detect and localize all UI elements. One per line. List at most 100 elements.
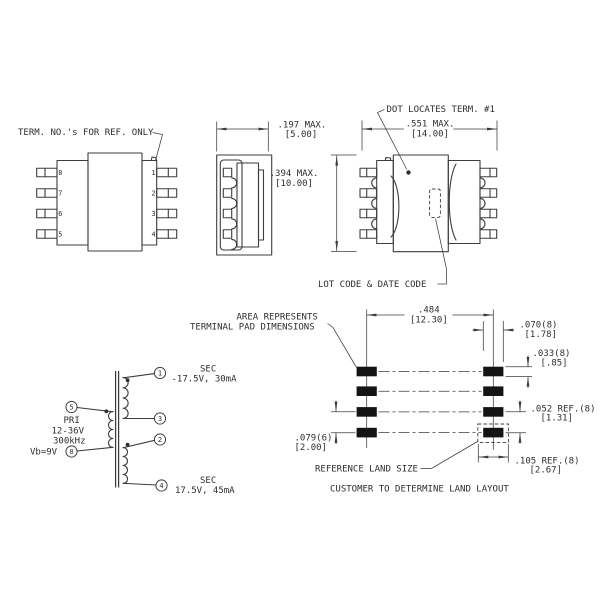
top-view-core-body <box>87 152 143 252</box>
dim-height-inch: .394 MAX. <box>270 169 319 179</box>
dim-pad-span: .484 [12.30] <box>366 306 494 326</box>
dim-pad-width-inch: .070(8) <box>520 321 558 331</box>
dim-pad-span-inch: .484 <box>418 306 440 316</box>
dim-depth: .197 MAX. [5.00] <box>216 121 327 152</box>
dim-pad-span-mm: [12.30] <box>410 316 448 326</box>
lead-t4 <box>122 482 157 486</box>
pin-number-6: 6 <box>58 210 62 218</box>
pri-voltage: 12-36V <box>52 427 85 437</box>
top-view: TERM. NO.'s FOR REF. ONLY 8 7 6 5 1 2 3 … <box>18 128 178 252</box>
dim-pitch-left-mm: [2.00] <box>295 443 328 453</box>
dim-land-width-mm: [2.67] <box>530 466 563 476</box>
pri-frequency: 300kHz <box>53 437 86 447</box>
lot-note: LOT CODE & DATE CODE <box>318 280 426 290</box>
terminal-label-4: 4 <box>159 482 163 490</box>
lot-code-area <box>429 188 441 218</box>
pin-number-3: 3 <box>152 210 156 218</box>
top-view-right-bobbin <box>141 159 158 246</box>
dim-height-mm: [10.00] <box>275 179 313 189</box>
pri-label: PRI <box>64 416 80 426</box>
pin-number-4: 4 <box>152 231 156 239</box>
pin-number-1: 1 <box>152 169 156 177</box>
side-view-pin-sections <box>222 167 233 239</box>
secondary1-winding <box>122 376 129 420</box>
dim-pad-height: .033(8) [.85] <box>505 349 571 388</box>
term-ref-leader-line <box>152 132 163 161</box>
pin-number-7: 7 <box>58 190 62 198</box>
land-pattern: .484 [12.30] .070(8) [1.78] .033(8) [.85… <box>190 306 596 495</box>
bottom-view-right-bobbin-arc <box>448 163 457 241</box>
reference-land-note: REFERENCE LAND SIZE <box>315 465 418 475</box>
terminal-label-5: 5 <box>69 404 73 412</box>
bottom-view-left-pins <box>359 167 378 239</box>
bottom-view-left-bobbin-arc <box>390 175 400 238</box>
reference-land-leader-line <box>420 441 478 469</box>
sec1-label: SEC <box>200 365 216 375</box>
dot-note-leader-line <box>376 109 408 170</box>
reference-land-outline <box>477 423 509 443</box>
terminal-label-8: 8 <box>69 448 73 456</box>
term-ref-note: TERM. NO.'s FOR REF. ONLY <box>18 128 154 138</box>
dim-height: .394 MAX. [10.00] <box>270 154 357 252</box>
terminal-label-2: 2 <box>158 436 162 444</box>
secondary2-winding <box>122 446 129 485</box>
top-view-left-bobbin <box>56 159 89 246</box>
bottom-view-core-body <box>392 154 449 253</box>
pad-area-leader-line <box>327 323 357 368</box>
sec1-rating: -17.5V, 30mA <box>172 375 238 385</box>
side-view-bobbin <box>219 159 243 251</box>
dim-pad-width: .070(8) [1.78] <box>472 321 558 362</box>
terminal-circle-2 <box>153 433 167 446</box>
primary-polarity-dot <box>104 409 109 414</box>
dim-pad-height-inch: .033(8) <box>533 349 571 359</box>
top-view-pin1-notch <box>150 156 158 162</box>
bottom-view-right-pins <box>479 167 498 239</box>
terminal-pads <box>356 366 504 438</box>
lead-t8 <box>76 446 114 452</box>
terminal1-dot <box>406 170 411 175</box>
side-view-scallops <box>231 177 238 250</box>
terminal-label-1: 1 <box>158 370 162 378</box>
terminal-label-3: 3 <box>158 415 162 423</box>
pad-area-note-line1: AREA REPRESENTS <box>237 313 318 323</box>
bottom-view-left-scallops <box>371 177 378 230</box>
dim-pad-height-mm: [.85] <box>541 359 568 369</box>
terminal-circle-1 <box>153 366 167 380</box>
lead-t1 <box>122 373 156 379</box>
pri-bias: Vb=9V <box>30 448 58 458</box>
side-view-core <box>236 162 260 248</box>
dim-land-width-inch: .105 REF.(8) <box>515 457 580 467</box>
terminal-circle-4 <box>155 479 168 492</box>
dim-width-inch: .551 MAX. <box>406 120 455 130</box>
customer-land-note: CUSTOMER TO DETERMINE LAND LAYOUT <box>330 485 509 495</box>
lot-note-leader-line <box>435 218 447 285</box>
dim-pitch-left-inch: .079(6) <box>295 434 333 444</box>
terminal-circle-8 <box>65 445 78 458</box>
bottom-view-right-bobbin <box>447 159 481 245</box>
top-view-right-pins <box>156 167 178 239</box>
top-view-left-pins <box>36 167 58 239</box>
terminal-circle-5 <box>65 400 78 414</box>
dim-pitch-right: .052 REF.(8) [1.31] <box>505 400 596 444</box>
dim-width-mm: [14.00] <box>411 130 449 140</box>
side-view: .197 MAX. [5.00] <box>216 121 327 256</box>
dim-depth-inch: .197 MAX. <box>278 121 327 131</box>
dim-width: .551 MAX. [14.00] <box>361 120 498 151</box>
primary-winding <box>107 410 114 449</box>
secondary1-polarity-dot <box>125 378 130 383</box>
sec2-rating: 17.5V, 45mA <box>175 486 235 496</box>
schematic: 1 3 2 4 5 8 SEC -17.5V, 30mA SEC 17.5V, … <box>30 365 237 497</box>
pin-number-2: 2 <box>152 190 156 198</box>
dim-depth-mm: [5.00] <box>285 130 318 140</box>
side-view-core-tab <box>257 169 265 241</box>
dim-pitch-left: .079(6) [2.00] <box>295 400 356 453</box>
dim-land-width: .105 REF.(8) [2.67] <box>477 444 580 476</box>
bottom-view: DOT LOCATES TERM. #1 LOT CODE & DATE COD… <box>270 105 498 290</box>
pin-number-8: 8 <box>58 169 62 177</box>
terminal-circle-3 <box>153 412 167 425</box>
lead-t2 <box>122 439 156 449</box>
side-view-outline <box>216 154 273 256</box>
bottom-view-left-bobbin <box>376 159 394 245</box>
dim-pad-width-mm: [1.78] <box>525 330 558 340</box>
